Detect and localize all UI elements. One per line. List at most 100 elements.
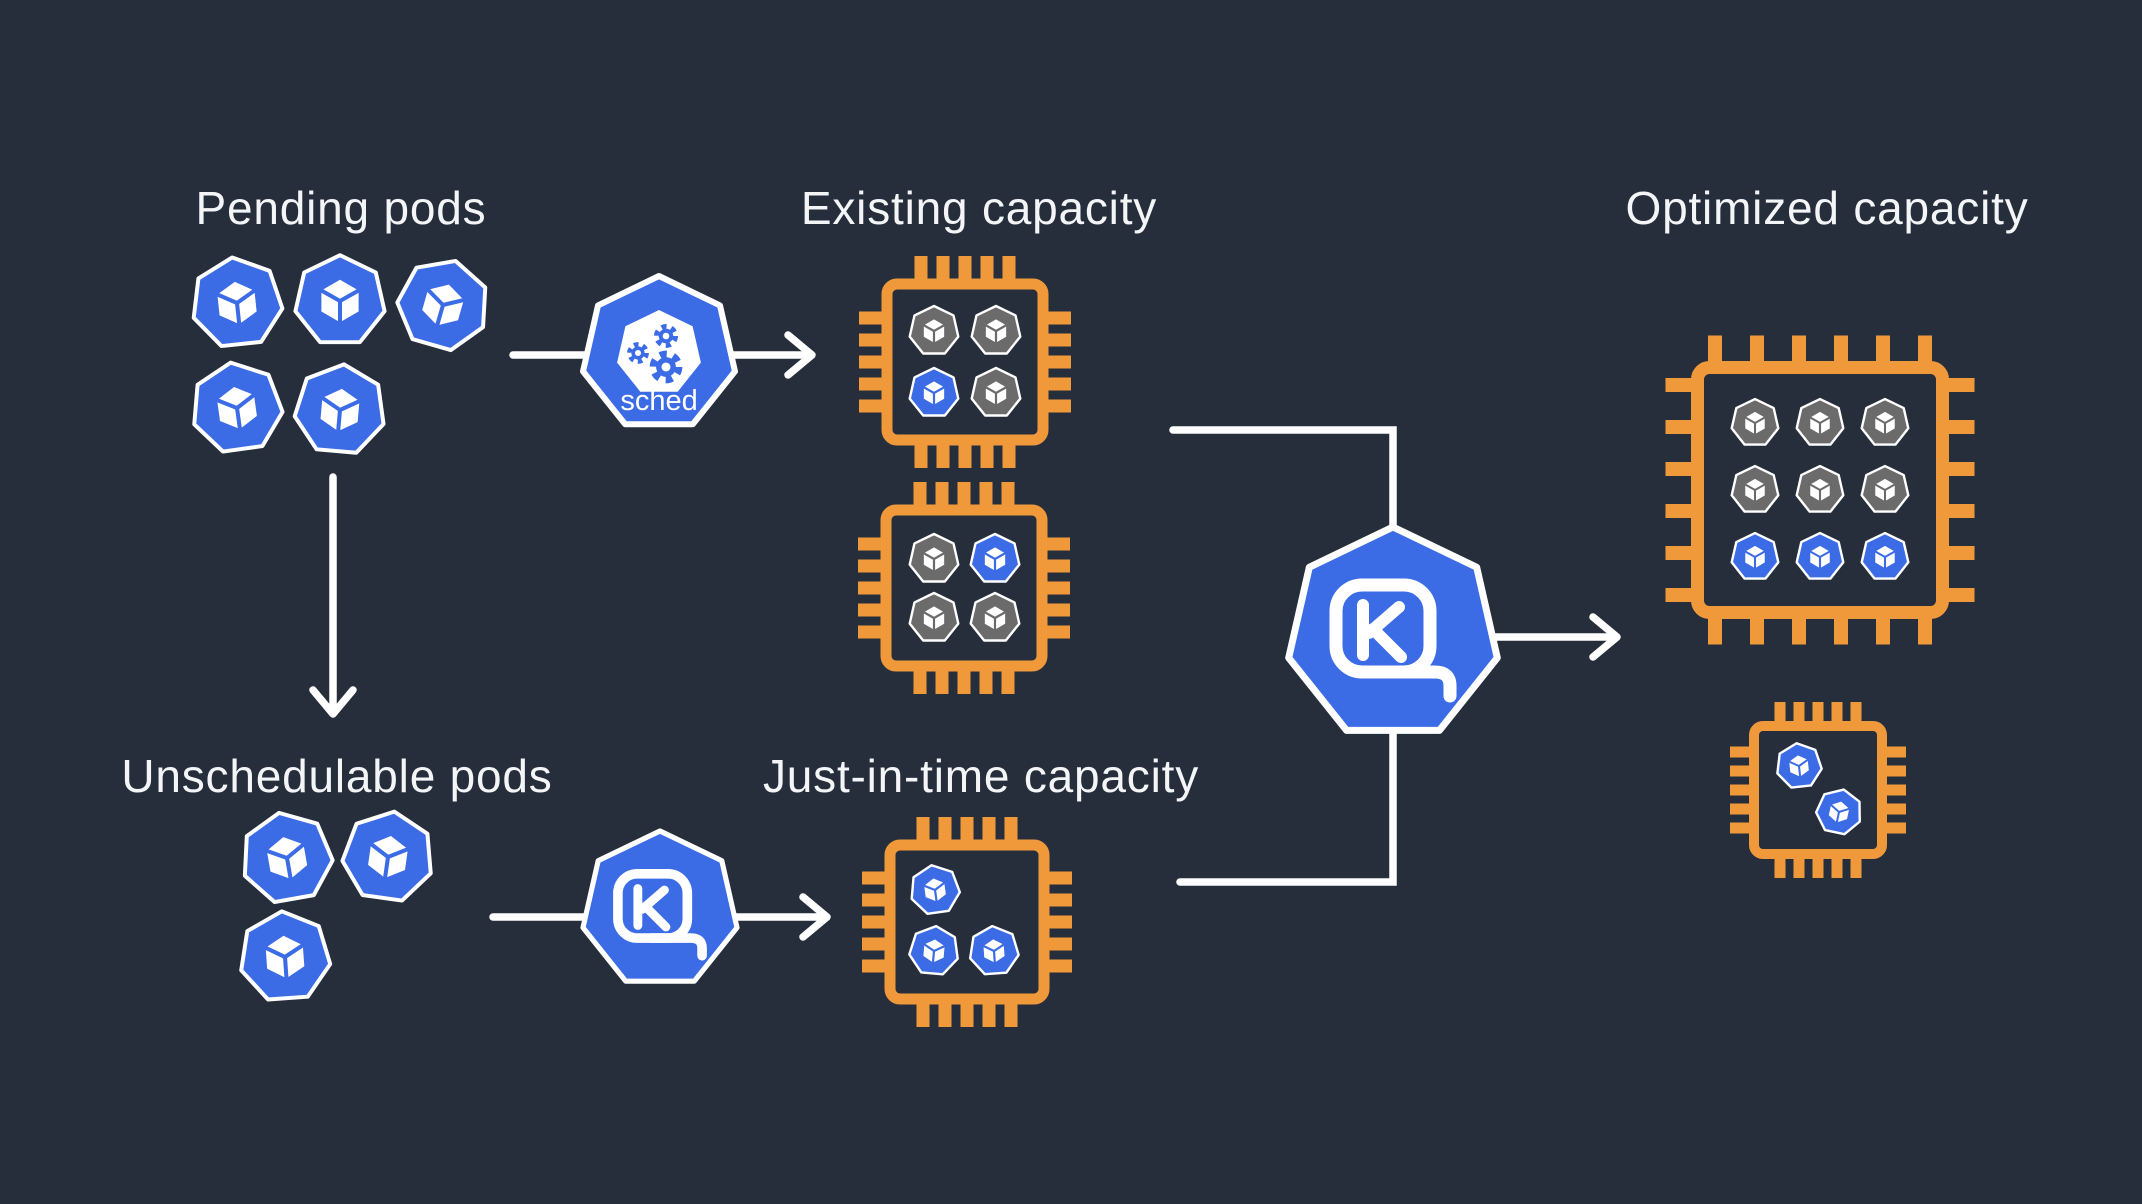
pod-icon (1860, 464, 1910, 513)
cube-seam (932, 324, 946, 333)
cube-seam (215, 292, 240, 306)
cube-seam (1883, 416, 1896, 425)
existing-node-2 (858, 482, 1070, 694)
chip-body (1749, 721, 1887, 859)
cube-seam (435, 302, 446, 328)
pod-icon (1814, 788, 1861, 836)
cube-seam (922, 386, 936, 395)
cube-seam (234, 288, 257, 306)
cube-seam (1883, 483, 1896, 492)
cube-seam (923, 884, 937, 892)
arrow-head (784, 331, 816, 379)
label-just-in-time-capacity: Just-in-time capacity (763, 750, 1199, 802)
pod-icon (242, 810, 335, 905)
cube-seam (215, 398, 240, 411)
cube-seam (1809, 416, 1822, 425)
connector-existing-to-karpenter (1169, 426, 1397, 534)
arrow-head (309, 686, 357, 718)
tape-measure-tail (1374, 665, 1457, 703)
arrow-head (1589, 613, 1621, 661)
label-layer: Pending pods Existing capacity Optimized… (121, 182, 2027, 802)
chip-body (880, 504, 1048, 672)
chip-pin (1774, 850, 1786, 878)
cube-seam (994, 386, 1008, 395)
cube-seam (234, 300, 242, 327)
chip-body (881, 278, 1049, 446)
cube-seam (1744, 416, 1757, 425)
pod-icon (395, 258, 488, 353)
pod-icon (239, 909, 333, 1002)
gear-glyph (654, 324, 678, 348)
cube-seam (337, 399, 362, 413)
tape-measure-tail (646, 933, 707, 961)
cube-seam (922, 552, 936, 561)
pod-icon (1795, 397, 1845, 446)
label-unschedulable-pods: Unschedulable pods (121, 750, 552, 802)
chip-pin (1730, 784, 1758, 796)
letter-k-glyph (633, 884, 671, 932)
cube-seam (1753, 550, 1766, 559)
gear-hole (635, 350, 641, 356)
cube-seam (1883, 550, 1896, 559)
cube-seam (932, 945, 946, 953)
pod-icon (970, 366, 1022, 417)
cube-seam (336, 407, 343, 434)
pod-icon (1730, 531, 1780, 580)
chip-pin (1730, 765, 1758, 777)
cube-seam (922, 324, 936, 333)
cube-seam (984, 386, 998, 395)
cube-seam (282, 943, 305, 960)
cube-seam (1835, 810, 1841, 824)
arrow-pending-to-unschedulable (309, 473, 357, 718)
cube-seam (993, 552, 1007, 561)
optimized-node-small (1730, 702, 1906, 878)
cube-seam (1874, 550, 1887, 559)
cube-seam (440, 297, 466, 308)
cube-seam (369, 841, 391, 860)
pod-icon (908, 591, 960, 642)
chip-pin (1831, 702, 1843, 730)
cube-seam (1753, 416, 1766, 425)
cube-seam (1753, 483, 1766, 492)
cube-seam (263, 945, 288, 960)
chip-body (884, 839, 1050, 1005)
cube-seam (994, 324, 1008, 333)
cube-seam (425, 287, 446, 308)
cube-seam (337, 288, 361, 304)
scheduler-label: sched (620, 385, 697, 417)
chip-pin (1878, 822, 1906, 834)
pod-icon (968, 924, 1020, 976)
gear-glyph (649, 350, 683, 384)
chip-pin (1730, 746, 1758, 758)
cube-seam (993, 611, 1007, 620)
pod-icon (908, 924, 959, 976)
chip-pin (1878, 765, 1906, 777)
label-pending-pods: Pending pods (196, 182, 487, 234)
cube-seam (1837, 807, 1851, 814)
pod-icon (970, 304, 1022, 355)
chip-pin (1730, 822, 1758, 834)
pod-icon (192, 360, 285, 454)
cube-seam (1829, 803, 1841, 814)
pod-icon (292, 362, 386, 455)
node-layer: sched (191, 253, 1975, 1027)
chip-pin (1793, 702, 1805, 730)
cube-seam (284, 842, 306, 861)
cube-seam (984, 324, 998, 333)
cube-seam (932, 552, 946, 561)
pod-icon (1730, 397, 1780, 446)
cube-seam (1818, 416, 1831, 425)
chip-pin (1878, 803, 1906, 815)
cube-seam (1809, 483, 1822, 492)
cube-seam (264, 848, 290, 861)
chip-pin (1793, 850, 1805, 878)
pod-icon (910, 864, 962, 915)
gear-teeth (627, 342, 649, 364)
karpenter-icon-large (1285, 523, 1501, 734)
optimized-node-large (1665, 335, 1975, 645)
cube-seam (320, 395, 343, 413)
cube-seam (1809, 550, 1822, 559)
pod-icon (908, 366, 960, 417)
just-in-time-node (862, 817, 1072, 1027)
